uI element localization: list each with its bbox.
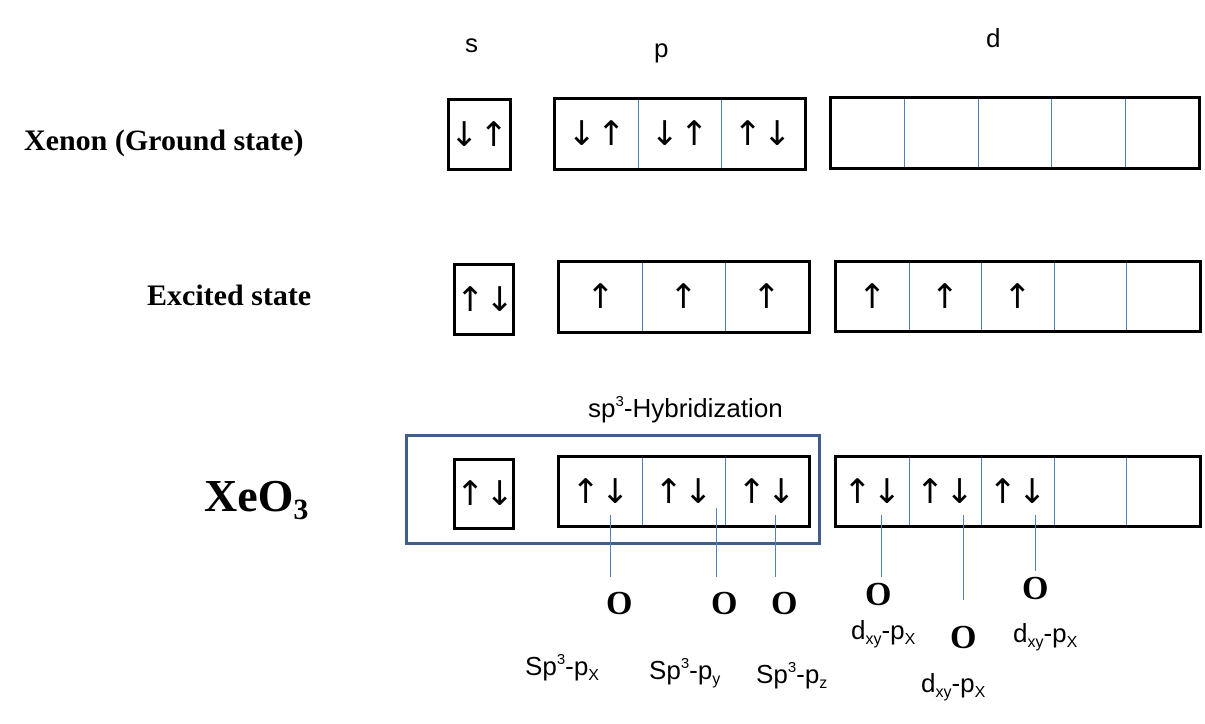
orbital-cell — [832, 99, 904, 167]
bond-connector-line — [775, 515, 776, 577]
orbital-cell: ↑↓ — [456, 474, 515, 514]
orbital-cell: ↑↓ — [908, 458, 982, 525]
excited-p-orbitals: ↑ ↑ ↑ — [557, 260, 811, 334]
orbital-cell: ↓↑ — [567, 114, 627, 154]
orbital-cell: ↑↓ — [981, 458, 1054, 525]
orbital-cell — [1124, 99, 1198, 167]
orbital-cell: ↑ — [858, 276, 888, 317]
xeo3-d-orbitals: ↑↓ ↑↓ ↑↓ — [834, 455, 1202, 528]
bond-label-sp3-px: Sp3-pX — [525, 651, 599, 684]
oxygen-atom-1: O — [606, 585, 633, 622]
orbital-cell — [1051, 99, 1124, 167]
header-s: s — [465, 28, 478, 58]
orbital-cell: ↑↓ — [571, 471, 631, 512]
orbital-cell: ↑ — [642, 263, 725, 331]
ground-state-label: Xenon (Ground state) — [24, 124, 304, 157]
ground-p-orbitals: ↓↑ ↓↑ ↑↓ — [553, 97, 807, 171]
bond-label-dxy-px: dxy-pX — [1013, 618, 1078, 651]
xeo3-label: XeO3 — [204, 470, 309, 527]
orbital-cell: ↑↓ — [843, 471, 903, 512]
orbital-cell — [1053, 263, 1127, 330]
oxygen-atom-4: O — [865, 576, 892, 613]
bond-connector-line — [881, 515, 882, 577]
excited-s-orbital: ↑↓ — [453, 263, 515, 336]
header-d: d — [986, 23, 1001, 53]
orbital-cell — [1126, 263, 1199, 330]
orbital-cell: ↑↓ — [456, 279, 515, 320]
orbital-cell: ↑↓ — [725, 458, 808, 525]
orbital-cell: ↑↓ — [642, 458, 725, 525]
xeo3-p-orbitals: ↑↓ ↑↓ ↑↓ — [557, 455, 811, 528]
bond-label-dxy-px: dxy-pX — [851, 615, 916, 648]
header-p: p — [654, 33, 669, 63]
ground-d-orbitals — [829, 96, 1201, 170]
orbital-cell: ↑ — [586, 277, 616, 317]
orbital-cell — [1126, 458, 1199, 525]
bond-label-dxy-px: dxy-pX — [921, 668, 986, 701]
orbital-cell: ↓↑ — [638, 100, 721, 168]
oxygen-atom-3: O — [771, 585, 798, 622]
xeo3-s-orbital: ↑↓ — [453, 458, 515, 530]
oxygen-atom-5: O — [950, 619, 977, 656]
sp3-hybrid-frame — [405, 434, 821, 545]
bond-connector-line — [610, 515, 611, 577]
orbital-cell: ↑ — [981, 263, 1054, 330]
orbital-cell: ↑↓ — [721, 100, 804, 168]
bond-label-sp3-py: Sp3-py — [649, 655, 721, 688]
ground-s-orbital: ↓↑ — [447, 98, 512, 171]
bond-label-sp3-pz: Sp3-pz — [756, 659, 828, 692]
oxygen-atom-2: O — [711, 585, 738, 622]
orbital-cell — [977, 99, 1051, 167]
bond-connector-line — [1035, 515, 1036, 571]
bond-connector-line — [716, 508, 717, 577]
orbital-cell: ↑ — [725, 263, 808, 331]
orbital-cell: ↓↑ — [450, 114, 509, 155]
hybridization-label: sp3-Hybridization — [588, 393, 783, 423]
orbital-cell: ↑ — [908, 263, 982, 330]
bond-connector-line — [963, 515, 964, 600]
excited-state-label: Excited state — [147, 279, 312, 312]
oxygen-atom-6: O — [1022, 570, 1049, 607]
orbital-cell — [1053, 458, 1127, 525]
orbital-cell — [904, 99, 977, 167]
excited-d-orbitals: ↑ ↑ ↑ — [834, 260, 1202, 333]
